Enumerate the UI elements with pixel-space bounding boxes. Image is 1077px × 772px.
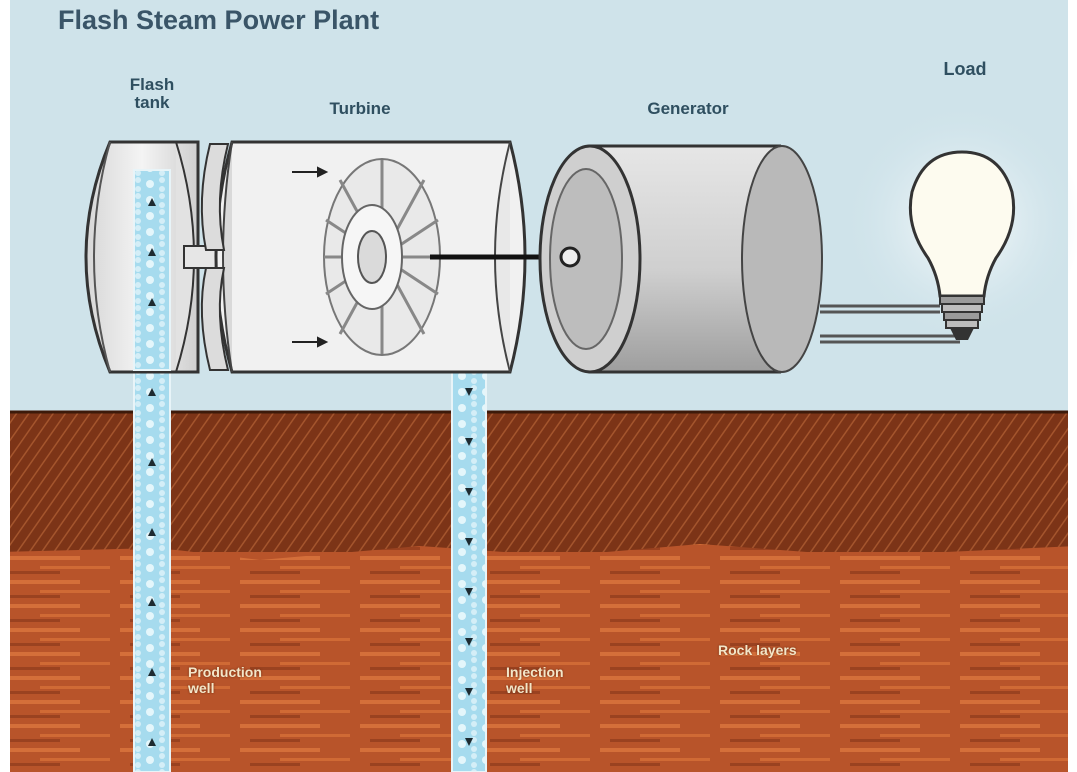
wires bbox=[820, 304, 960, 344]
diagram-title: Flash Steam Power Plant bbox=[58, 5, 380, 35]
rock-layer bbox=[0, 544, 1077, 772]
load-label: Load bbox=[943, 59, 987, 79]
injection-well-pipe bbox=[451, 371, 487, 772]
production-well-label: Production well bbox=[188, 664, 262, 697]
generator-label: Generator bbox=[647, 99, 729, 118]
turbine bbox=[200, 140, 527, 374]
injection-well-label: Injection well bbox=[506, 664, 564, 697]
production-flow-arrows bbox=[148, 388, 156, 746]
right-border bbox=[1068, 0, 1077, 772]
light-bulb bbox=[908, 150, 1016, 340]
turbine-rotor bbox=[323, 158, 441, 356]
soil-layer bbox=[0, 412, 1077, 552]
flash-tank-label: Flash tank bbox=[129, 75, 175, 112]
rock-layers-label: Rock layers bbox=[718, 642, 797, 658]
turbine-label: Turbine bbox=[329, 99, 391, 118]
left-border bbox=[0, 0, 10, 772]
steam-arrows bbox=[292, 166, 329, 348]
generator bbox=[538, 144, 823, 374]
flash-tank bbox=[84, 140, 225, 374]
injection-flow-arrows bbox=[465, 388, 473, 746]
